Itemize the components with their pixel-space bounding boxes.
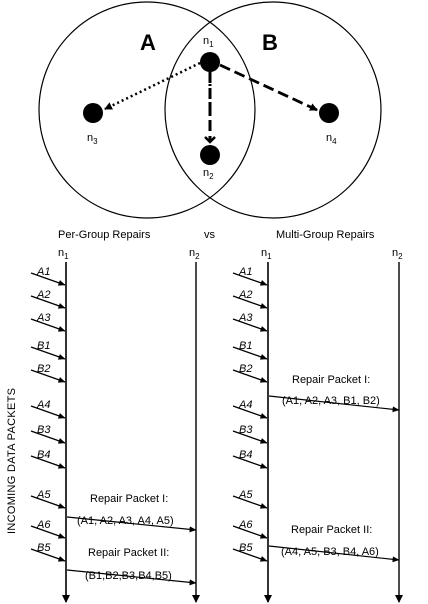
node-n1-label: n1 bbox=[203, 35, 214, 49]
multi-group-packet-label: A2 bbox=[238, 289, 252, 301]
multi-group-packet-arrow bbox=[232, 455, 268, 469]
multi-group-packet-arrow bbox=[232, 318, 268, 332]
node-n4-label: n4 bbox=[326, 132, 337, 146]
multi-group-repair-2-title: Repair Packet II: bbox=[291, 524, 372, 536]
per-group-right-node: n2 bbox=[189, 247, 200, 261]
multi-group-packet-label: B4 bbox=[239, 449, 252, 461]
per-group-packet-label: A6 bbox=[36, 519, 51, 531]
multi-group-packet-arrow bbox=[232, 272, 268, 286]
node-n3 bbox=[83, 103, 103, 123]
node-n2 bbox=[200, 145, 220, 165]
group-a-circle bbox=[38, 1, 256, 219]
multi-group-packet-arrow bbox=[232, 405, 268, 419]
per-group-packet-label: B4 bbox=[37, 449, 50, 461]
per-group-repair-1-content: (A1, A2, A3, A4, A5) bbox=[77, 515, 174, 527]
dotted-arrow-n1-n3 bbox=[104, 61, 201, 111]
multi-group-packet-label: A4 bbox=[238, 399, 252, 411]
multi-group-left-node: n1 bbox=[261, 247, 272, 261]
per-group-packet-label: B2 bbox=[37, 363, 50, 375]
node-n1 bbox=[200, 52, 220, 72]
group-a-label: A bbox=[140, 30, 156, 55]
per-group-packet-label: A2 bbox=[36, 289, 50, 301]
multi-group-packet-arrow bbox=[232, 369, 268, 383]
node-n4 bbox=[319, 103, 339, 123]
per-group-repair-1-title: Repair Packet I: bbox=[90, 493, 168, 505]
multi-group-packet-arrow bbox=[232, 346, 268, 360]
per-group-packet-arrow bbox=[30, 455, 66, 469]
per-group-packet-arrow bbox=[30, 548, 66, 562]
multi-group-repair-1-arrow bbox=[268, 395, 400, 413]
vs-label: vs bbox=[204, 229, 216, 241]
per-group-packet-label: B1 bbox=[37, 340, 50, 352]
multi-group-packet-label: A5 bbox=[238, 489, 253, 501]
multi-group-packet-label: B1 bbox=[239, 340, 252, 352]
per-group-packet-label: B5 bbox=[37, 542, 51, 554]
multi-group-title: Multi-Group Repairs bbox=[276, 229, 375, 241]
dashed-arrow-n1-n4 bbox=[219, 63, 318, 112]
multi-group-packet-arrow bbox=[232, 295, 268, 309]
per-group-packet-arrow bbox=[30, 430, 66, 444]
per-group-repair-2-title: Repair Packet II: bbox=[88, 547, 169, 559]
per-group-packet-arrow bbox=[30, 318, 66, 332]
per-group-packet-label: B3 bbox=[37, 424, 51, 436]
group-b-circle bbox=[164, 1, 382, 219]
per-group-packet-arrow bbox=[30, 369, 66, 383]
multi-group-repair-1-content: (A1, A2, A3, B1, B2) bbox=[282, 395, 380, 407]
multi-group-repair-2-arrow bbox=[268, 545, 400, 563]
per-group-title: Per-Group Repairs bbox=[58, 229, 151, 241]
per-group-packet-arrow bbox=[30, 272, 66, 286]
multi-group-repair-1-title: Repair Packet I: bbox=[292, 374, 370, 386]
multi-group-packet-label: B5 bbox=[239, 542, 253, 554]
per-group-packet-label: A4 bbox=[36, 399, 50, 411]
multi-group-packet-label: A1 bbox=[238, 266, 252, 278]
per-group-packet-arrow bbox=[30, 346, 66, 360]
incoming-data-packets-label: INCOMING DATA PACKETS bbox=[6, 388, 18, 534]
per-group-packet-label: A1 bbox=[36, 266, 50, 278]
per-group-repair-1-arrow bbox=[66, 516, 197, 533]
multi-group-packet-arrow bbox=[232, 548, 268, 562]
per-group-left-node: n1 bbox=[58, 247, 69, 261]
multi-group-packet-label: B2 bbox=[239, 363, 252, 375]
multi-group-right-node: n2 bbox=[392, 247, 403, 261]
per-group-packet-arrow bbox=[30, 405, 66, 419]
per-group-repair-2-content: (B1,B2,B3,B4,B5) bbox=[85, 570, 172, 582]
multi-group-packet-label: A3 bbox=[238, 312, 253, 324]
multi-group-packet-arrow bbox=[232, 430, 268, 444]
per-group-repair-2-arrow bbox=[66, 569, 197, 586]
node-n3-label: n3 bbox=[87, 132, 98, 146]
per-group-packet-arrow bbox=[30, 525, 66, 539]
multi-group-packet-arrow bbox=[232, 525, 268, 539]
per-group-packet-arrow bbox=[30, 295, 66, 309]
group-b-label: B bbox=[262, 30, 278, 55]
per-group-packet-label: A3 bbox=[36, 312, 51, 324]
multi-group-packet-label: A6 bbox=[238, 519, 253, 531]
per-group-packet-label: A5 bbox=[36, 489, 51, 501]
multi-group-packet-arrow bbox=[232, 495, 268, 509]
multi-group-repair-2-content: (A4, A5, B3, B4, A6) bbox=[281, 546, 379, 558]
per-group-packet-arrow bbox=[30, 495, 66, 509]
multi-group-packet-label: B3 bbox=[239, 424, 253, 436]
node-n2-label: n2 bbox=[203, 167, 214, 181]
